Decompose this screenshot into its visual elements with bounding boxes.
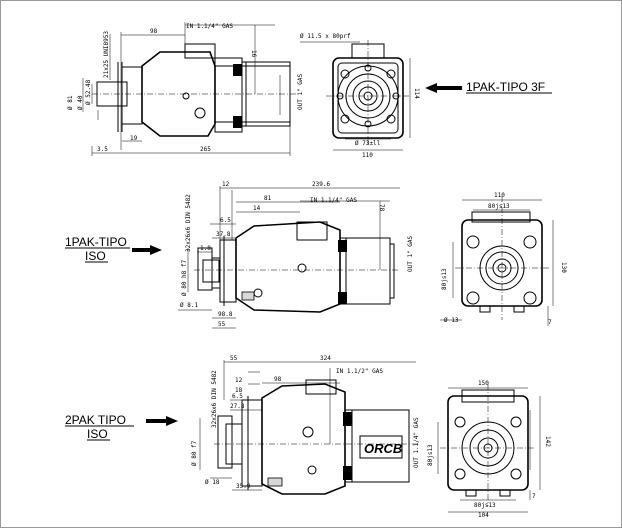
- pump-3f-front-view: [300, 40, 411, 151]
- dim-d18-bot: Ø 18: [205, 479, 220, 486]
- pump-1pak-iso-front-view: [440, 196, 554, 326]
- dim-d8-1: Ø 8.1: [180, 302, 198, 309]
- dim-98-bot: 98: [274, 376, 282, 383]
- shaft-spec-mid: 32x26x6 DIN 5482: [185, 194, 192, 252]
- dim-150: 150: [478, 380, 489, 387]
- label-1pak-iso-group: 1PAK-TIPO ISO: [65, 235, 162, 263]
- pump-1pak-iso-side-view: [178, 186, 400, 329]
- dim-80js13-bot: 80js13: [474, 502, 496, 509]
- dim-d73: Ø 73±ll: [355, 140, 381, 147]
- model-label-2pak-iso-line1: 2PAK TIPO: [65, 413, 126, 427]
- dims-mid-side: 12 239.6 81 IN 1.1/4" GAS 78 14 6.5 37.8…: [180, 181, 414, 328]
- shaft-spec: 21x25 UNI8953: [103, 31, 110, 78]
- inlet-callout-mid: IN 1.1/4" GAS: [310, 197, 357, 204]
- holes-callout: Ø 11.5 x 80prf: [300, 33, 351, 40]
- model-label-1pak-iso-line1: 1PAK-TIPO: [65, 235, 127, 249]
- dim-d81: Ø 81: [67, 95, 74, 110]
- dim-16: 16: [250, 50, 257, 58]
- dim-55-bot: 55: [230, 355, 238, 362]
- dim-3-5: 3.5: [97, 146, 108, 153]
- model-label-2pak-iso-line2: ISO: [87, 427, 108, 441]
- dim-265: 265: [200, 146, 211, 153]
- dim-d52: Ø 52.48: [85, 79, 92, 105]
- label-2pak-iso-group: 2PAK TIPO ISO: [65, 413, 178, 441]
- dim-19: 19: [130, 135, 138, 142]
- dim-7: 7: [548, 319, 552, 326]
- dim-27-8: 27.8: [230, 403, 245, 410]
- dim-d40: Ø 40: [77, 95, 84, 110]
- model-label-1pak-3f: 1PAK-TIPO 3F: [466, 80, 545, 94]
- dim-81: 81: [264, 195, 272, 202]
- dim-142: 142: [544, 436, 551, 447]
- dim-80js13-top: 80js13: [488, 203, 510, 210]
- pump-3f-side-view: [82, 22, 296, 156]
- dim-14: 14: [253, 205, 261, 212]
- dim-35-9: 35.9: [236, 483, 251, 490]
- dims-bot-front: 150 80js13 142 104 80js13 7: [427, 380, 551, 519]
- dim-7-bot: 7: [532, 493, 536, 500]
- model-label-1pak-iso-line2: ISO: [85, 249, 106, 263]
- shaft-spec-bot: 32x26x6 DIN 5482: [211, 370, 218, 428]
- dim-80js13-side: 80js13: [441, 268, 448, 290]
- dim-98: 98: [150, 28, 158, 35]
- brand-logo: ORCB: [364, 441, 402, 456]
- dim-80js13-bot-side: 80js13: [427, 444, 434, 466]
- outlet-callout: OUT 1" GAS: [297, 73, 304, 110]
- label-3f-group: 1PAK-TIPO 3F: [425, 80, 552, 94]
- dim-110-mid: 110: [494, 192, 505, 199]
- dim-12: 12: [222, 181, 230, 188]
- dim-130: 130: [560, 262, 567, 273]
- dim-114: 114: [413, 88, 420, 99]
- dims-mid-front: 110 80js13 80js13 130 Ø 13 7: [441, 192, 567, 326]
- dim-104: 104: [478, 512, 489, 519]
- dims-top-side: 98 IN 1.1/4" GAS 16 21x25 UNI8953 Ø 81 Ø…: [67, 23, 304, 153]
- dim-12-bot: 12: [235, 377, 243, 384]
- dim-55: 55: [218, 321, 226, 328]
- dim-324: 324: [320, 355, 331, 362]
- inlet-callout: IN 1.1/4" GAS: [186, 23, 233, 30]
- inlet-callout-bot: IN 1.1/2" GAS: [336, 368, 383, 375]
- dim-d13: Ø 13: [444, 317, 459, 324]
- dim-6-5-bot: 6.5: [232, 393, 243, 400]
- dim-1-8: 1.8: [200, 245, 211, 252]
- pump-2pak-iso-side-view: ORCB: [199, 360, 420, 495]
- pump-2pak-iso-front-view: [437, 384, 541, 513]
- dim-d80-bot: Ø 80 f7: [191, 440, 198, 466]
- dims-bot-side: 55 324 IN 1.1/2" GAS 12 18 98 32x26x6 DI…: [191, 355, 420, 490]
- dim-37-8: 37.8: [216, 231, 231, 238]
- dim-18-bot: 18: [235, 387, 243, 394]
- dim-239-6: 239.6: [312, 181, 330, 188]
- outlet-callout-bot: OUT 1.1/4" GAS: [413, 417, 420, 468]
- dim-d80: Ø 80 h8 f7: [181, 259, 188, 296]
- dims-top-front: Ø 11.5 x 80prf 114 Ø 73±ll 110: [300, 33, 420, 159]
- outlet-callout-mid: OUT 1" GAS: [407, 235, 414, 272]
- dim-110: 110: [362, 152, 373, 159]
- dim-6-5: 6.5: [220, 217, 231, 224]
- dim-78: 78: [378, 204, 385, 212]
- dim-98-8: 98.8: [218, 311, 233, 318]
